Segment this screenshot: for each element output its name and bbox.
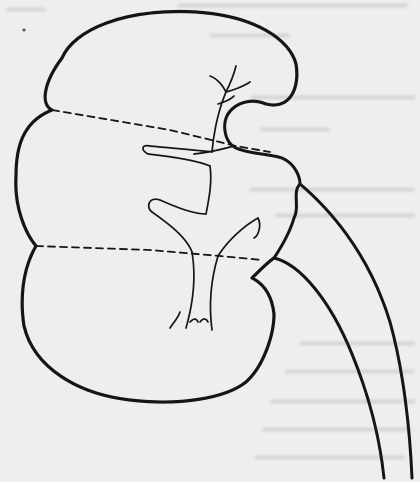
ureter-outer-wall xyxy=(282,158,412,478)
kidney-outline xyxy=(16,12,297,402)
ink-speck xyxy=(23,29,26,32)
hilum-upper-bulge xyxy=(225,114,282,158)
ureter-inner-wall xyxy=(274,258,384,478)
section-line-upper xyxy=(52,110,270,152)
collecting-system xyxy=(143,66,260,330)
renal-pelvis-bulge xyxy=(274,184,300,258)
section-line-lower xyxy=(36,246,262,260)
